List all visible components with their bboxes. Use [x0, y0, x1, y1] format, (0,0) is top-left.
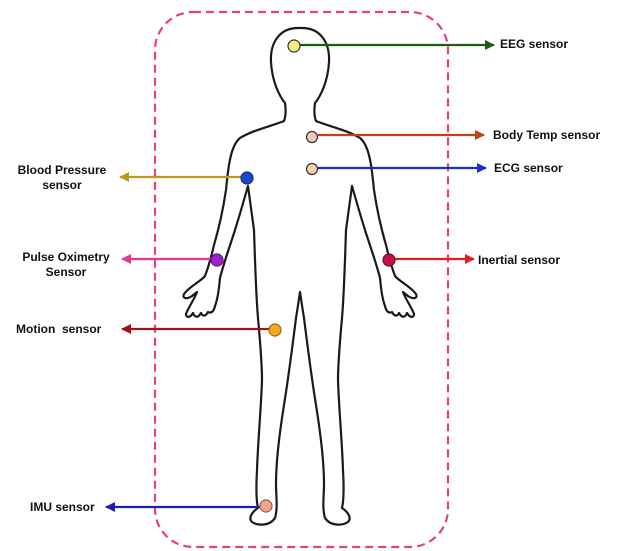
pulse-oximetry-sensor-label: Pulse Oximetry Sensor	[16, 250, 116, 280]
inertial-sensor-dot	[383, 254, 395, 266]
body-temp-sensor-dot	[307, 132, 318, 143]
ecg-sensor-dot	[307, 164, 318, 175]
blood-pressure-sensor-label: Blood Pressure sensor	[12, 163, 112, 193]
eeg-sensor-label: EEG sensor	[500, 37, 568, 52]
blood-pressure-label-line1: Blood Pressure	[12, 163, 112, 178]
pulse-oximetry-label-line2: Sensor	[16, 265, 116, 280]
imu-sensor-dot	[260, 500, 272, 512]
eeg-sensor-dot	[288, 40, 300, 52]
human-body-outline	[183, 28, 416, 525]
blood-pressure-sensor-dot	[241, 172, 253, 184]
motion-sensor-label: Motion sensor	[16, 322, 101, 337]
imu-sensor-label: IMU sensor	[30, 500, 95, 515]
body-temp-sensor-label: Body Temp sensor	[493, 128, 600, 143]
blood-pressure-label-line2: sensor	[12, 178, 112, 193]
ecg-sensor-label: ECG sensor	[494, 161, 563, 176]
inertial-sensor-label: Inertial sensor	[478, 253, 560, 268]
pulse-oximetry-label-line1: Pulse Oximetry	[16, 250, 116, 265]
pulse-oximetry-sensor-dot	[211, 254, 223, 266]
dashed-boundary	[155, 12, 448, 547]
motion-sensor-dot	[269, 324, 281, 336]
